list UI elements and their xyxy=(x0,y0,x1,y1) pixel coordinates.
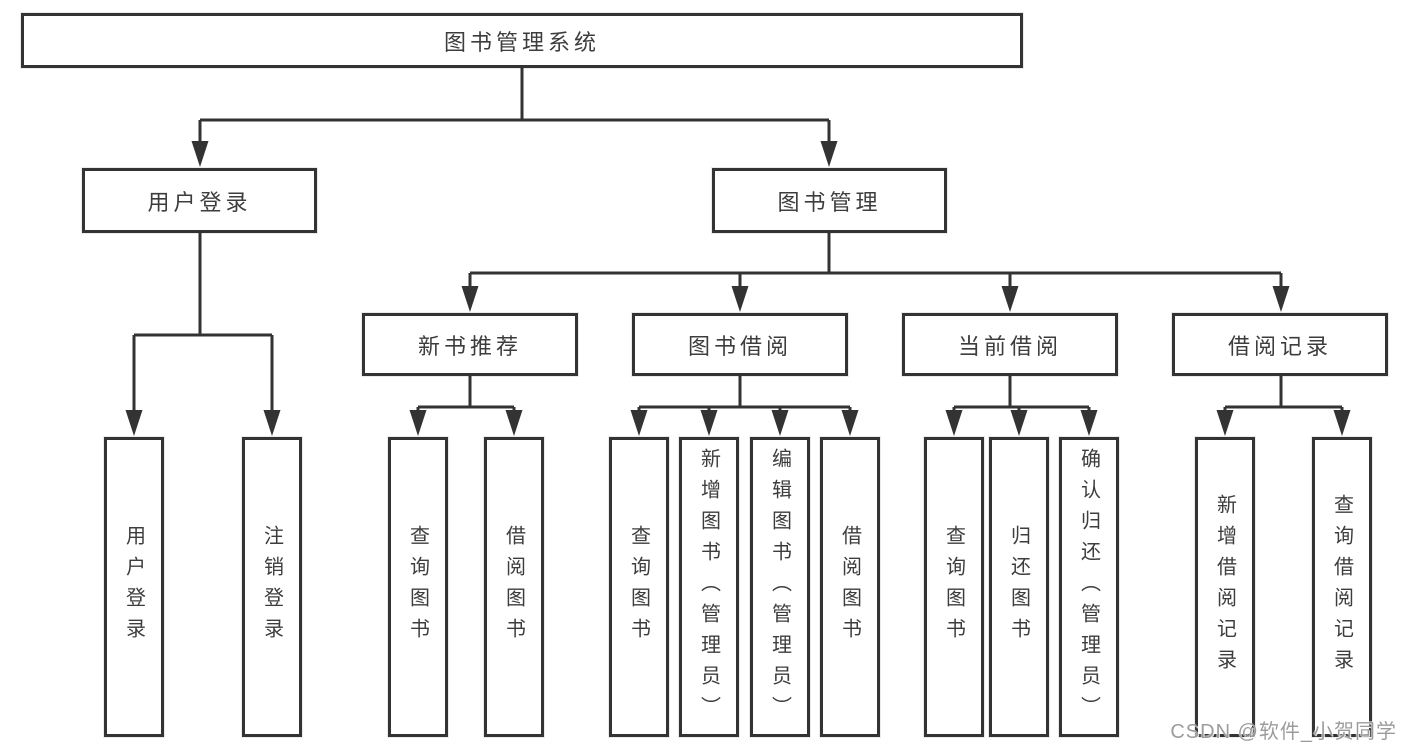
leaf-edit-book-admin: 编辑图书（管理员） xyxy=(750,437,810,737)
leaf-user-login: 用户登录 xyxy=(104,437,164,737)
node-new-book-recommendation: 新书推荐 xyxy=(362,313,578,376)
node-library-management-system: 图书管理系统 xyxy=(21,13,1023,68)
leaf-query-books-borrowing: 查询图书 xyxy=(609,437,669,737)
leaf-logout: 注销登录 xyxy=(242,437,302,737)
connector-paths xyxy=(132,68,1344,412)
leaf-borrow-books-recommend: 借阅图书 xyxy=(484,437,544,737)
node-user-login: 用户登录 xyxy=(82,168,317,233)
leaf-query-books-current: 查询图书 xyxy=(924,437,984,737)
leaf-add-borrowing-record: 新增借阅记录 xyxy=(1195,437,1255,737)
node-borrowing-records: 借阅记录 xyxy=(1172,313,1388,376)
node-book-management: 图书管理 xyxy=(712,168,947,233)
leaf-confirm-return-admin: 确认归还（管理员） xyxy=(1059,437,1119,737)
node-book-borrowing: 图书借阅 xyxy=(632,313,848,376)
leaf-add-book-admin: 新增图书（管理员） xyxy=(679,437,739,737)
leaf-return-books: 归还图书 xyxy=(989,437,1049,737)
watermark: CSDN @软件_小贺同学 xyxy=(1170,721,1397,743)
leaf-query-books-recommend: 查询图书 xyxy=(388,437,448,737)
leaf-query-borrowing-record: 查询借阅记录 xyxy=(1312,437,1372,737)
leaf-borrow-books-borrowing: 借阅图书 xyxy=(820,437,880,737)
connector-arrowheads xyxy=(125,141,1351,436)
node-current-borrowing: 当前借阅 xyxy=(902,313,1118,376)
